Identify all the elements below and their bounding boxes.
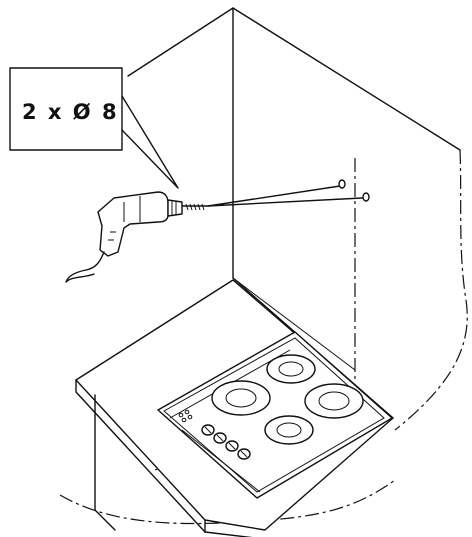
burner-front-right — [304, 383, 364, 419]
burner-back-right — [266, 354, 316, 384]
callout-label: 2 x Ø 8 — [22, 100, 119, 124]
callout-box — [9, 67, 123, 151]
burner-front-left — [264, 415, 314, 445]
hob — [157, 331, 393, 499]
knob-2 — [213, 432, 227, 444]
callout-pointer — [121, 95, 179, 189]
indicator-lights — [178, 409, 193, 423]
control-knobs — [201, 424, 251, 460]
reference-line — [232, 277, 356, 371]
burner-back-left — [211, 380, 271, 416]
drill-cable — [65, 251, 105, 283]
hole-1 — [338, 179, 346, 189]
hole-2 — [362, 192, 370, 202]
drill-icon — [65, 185, 363, 283]
knob-3 — [225, 440, 239, 452]
knob-1 — [201, 424, 215, 436]
knob-4 — [237, 448, 251, 460]
wall-holes — [338, 179, 370, 202]
drill-size-callout: 2 x Ø 8 — [9, 67, 179, 189]
